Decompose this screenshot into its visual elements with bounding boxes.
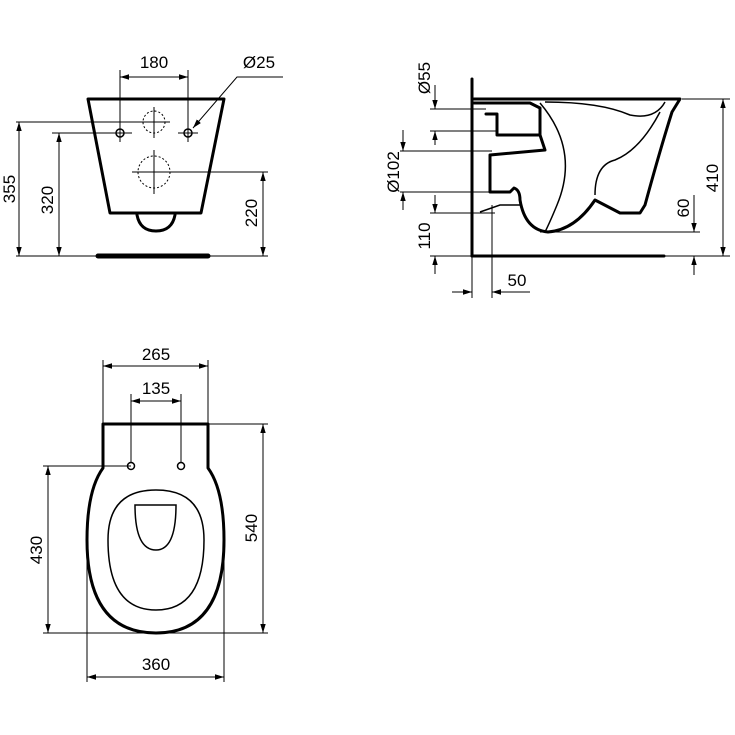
bowl-opening — [134, 504, 177, 551]
front-view: 180 Ø25 355 320 220 — [0, 53, 283, 259]
dim-430: 430 — [27, 536, 46, 564]
bowl-inner-curve — [539, 102, 567, 233]
bowl-side-outline — [472, 97, 682, 234]
top-view: 265 135 430 540 360 — [27, 345, 268, 682]
rim-inner — [544, 101, 666, 117]
dim-135: 135 — [142, 379, 170, 398]
dim-60: 60 — [674, 199, 693, 218]
fixing-hole-right — [176, 461, 186, 471]
bowl-lip — [135, 213, 177, 233]
seat-inner — [107, 489, 205, 611]
dim-220: 220 — [242, 199, 261, 227]
bowl-outer-curve — [594, 111, 661, 196]
outlet-lip — [479, 204, 520, 213]
inlet-socket — [484, 112, 542, 137]
side-view: Ø55 Ø102 110 50 60 410 — [384, 62, 730, 298]
dim-320: 320 — [38, 186, 57, 214]
dim-410: 410 — [703, 164, 722, 192]
dim-50: 50 — [508, 271, 527, 290]
dim-360: 360 — [142, 655, 170, 674]
dim-diameter-55: Ø55 — [415, 62, 434, 94]
dim-110: 110 — [415, 222, 434, 249]
dim-540: 540 — [242, 514, 261, 542]
dim-265: 265 — [142, 345, 170, 364]
dim-diameter-25: Ø25 — [243, 53, 275, 72]
dim-180: 180 — [140, 53, 168, 72]
dim-355: 355 — [0, 175, 19, 203]
bowl-front-outline — [86, 97, 226, 215]
dim-diameter-102: Ø102 — [384, 151, 403, 193]
